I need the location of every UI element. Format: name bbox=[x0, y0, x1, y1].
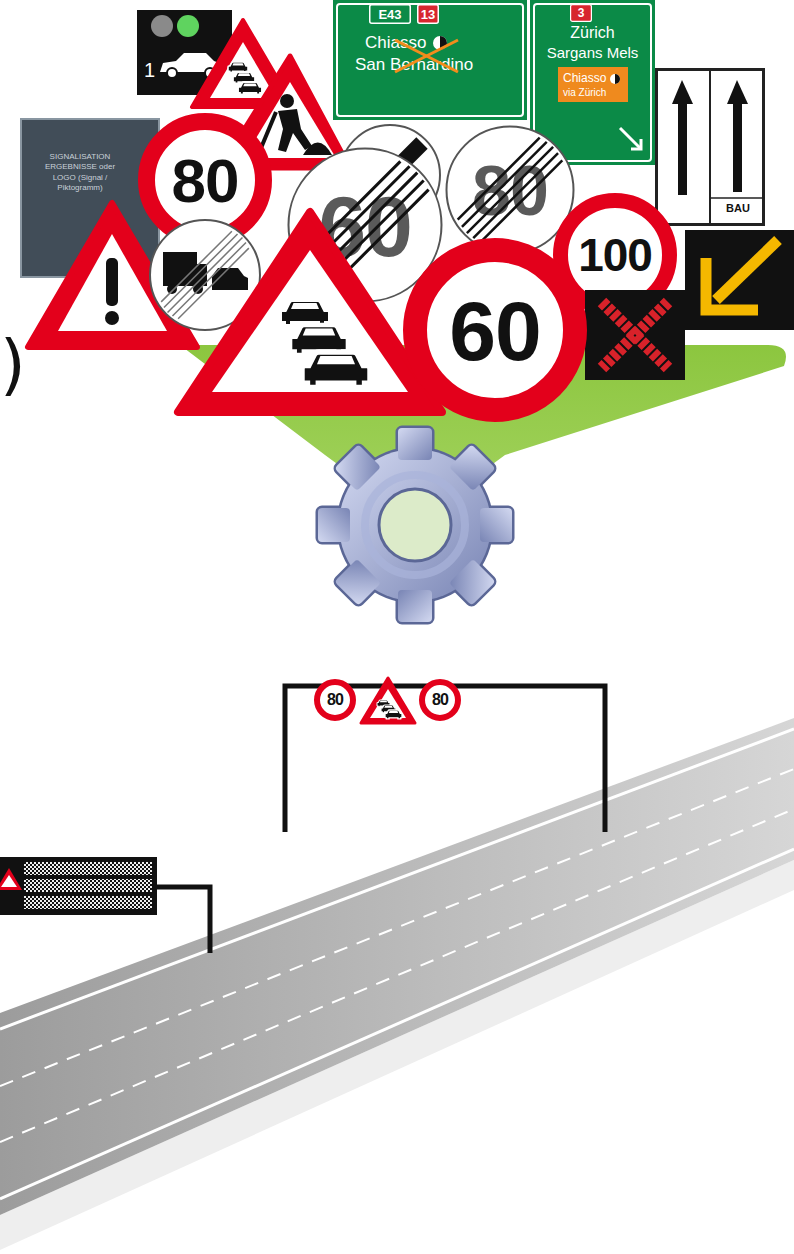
panel-face bbox=[21, 119, 159, 277]
sign-text: E43 bbox=[369, 8, 411, 21]
speed-number: 80 bbox=[138, 150, 272, 212]
sign-text: Zürich bbox=[530, 25, 655, 41]
sign-text: Chiasso bbox=[365, 34, 455, 51]
sign-text: 13 bbox=[417, 8, 439, 21]
road-shadow bbox=[0, 860, 794, 1250]
speed-number: 60 bbox=[403, 289, 587, 373]
speed-number: 100 bbox=[553, 232, 677, 278]
signal-panel: 1 bbox=[137, 10, 232, 95]
road-number: 13 bbox=[417, 4, 439, 24]
panel-face bbox=[571, 5, 592, 22]
sign-text: BAU bbox=[715, 203, 761, 214]
signal-panel-outline bbox=[137, 10, 232, 95]
lane-change-signal bbox=[685, 230, 794, 330]
sign-text: Sargans Mels bbox=[530, 45, 655, 60]
sign-text: 1 bbox=[144, 60, 164, 80]
gear-symbol bbox=[318, 428, 512, 622]
panel-face bbox=[137, 10, 232, 95]
panel-face bbox=[333, 0, 527, 120]
lane-markings bbox=[0, 729, 794, 1199]
customs-panel: Chiasso via Zürich bbox=[558, 67, 628, 102]
sign-text: 3 bbox=[570, 7, 592, 19]
panel-border bbox=[337, 4, 523, 116]
sign-text: Chiasso bbox=[563, 72, 609, 84]
panel-face bbox=[370, 5, 411, 24]
panel-face bbox=[418, 5, 439, 24]
route-number: E43 bbox=[369, 4, 411, 24]
speed-limit-sign: 60 bbox=[403, 238, 587, 422]
gantry bbox=[155, 887, 210, 953]
road bbox=[0, 718, 794, 1215]
direction-sign: ChiassoSan Bernardino E43 13 bbox=[333, 0, 527, 120]
sign-text: San Bernardino bbox=[355, 56, 515, 73]
speed-limit-sign: 80 bbox=[138, 113, 272, 247]
gantry-speed-sign: 80 bbox=[314, 679, 356, 721]
sign-text: SIGNALISATION ERGEBNISSE oder LOGO (Sign… bbox=[35, 152, 125, 194]
end-speed-limit-sign: 80 bbox=[445, 125, 575, 255]
info-panel-outline bbox=[20, 118, 160, 278]
speed-number: 80 bbox=[314, 692, 356, 708]
cut-off-mark: ) bbox=[0, 332, 26, 398]
speed-number: 80 bbox=[445, 156, 575, 226]
speed-number: 80 bbox=[419, 692, 461, 708]
speed-number: 60 bbox=[287, 183, 443, 269]
sign-text: via Zürich bbox=[563, 88, 625, 98]
lane-sign: BAU bbox=[655, 68, 765, 226]
congestion-warning-sign bbox=[361, 678, 415, 723]
variable-message-panel bbox=[0, 857, 157, 915]
road-number: 3 bbox=[570, 4, 592, 22]
panel-face bbox=[657, 70, 764, 225]
panel-face bbox=[558, 67, 628, 102]
info-panel: SIGNALISATION ERGEBNISSE oder LOGO (Sign… bbox=[20, 118, 160, 278]
gantry-speed-sign: 80 bbox=[419, 679, 461, 721]
gantry bbox=[285, 686, 605, 832]
